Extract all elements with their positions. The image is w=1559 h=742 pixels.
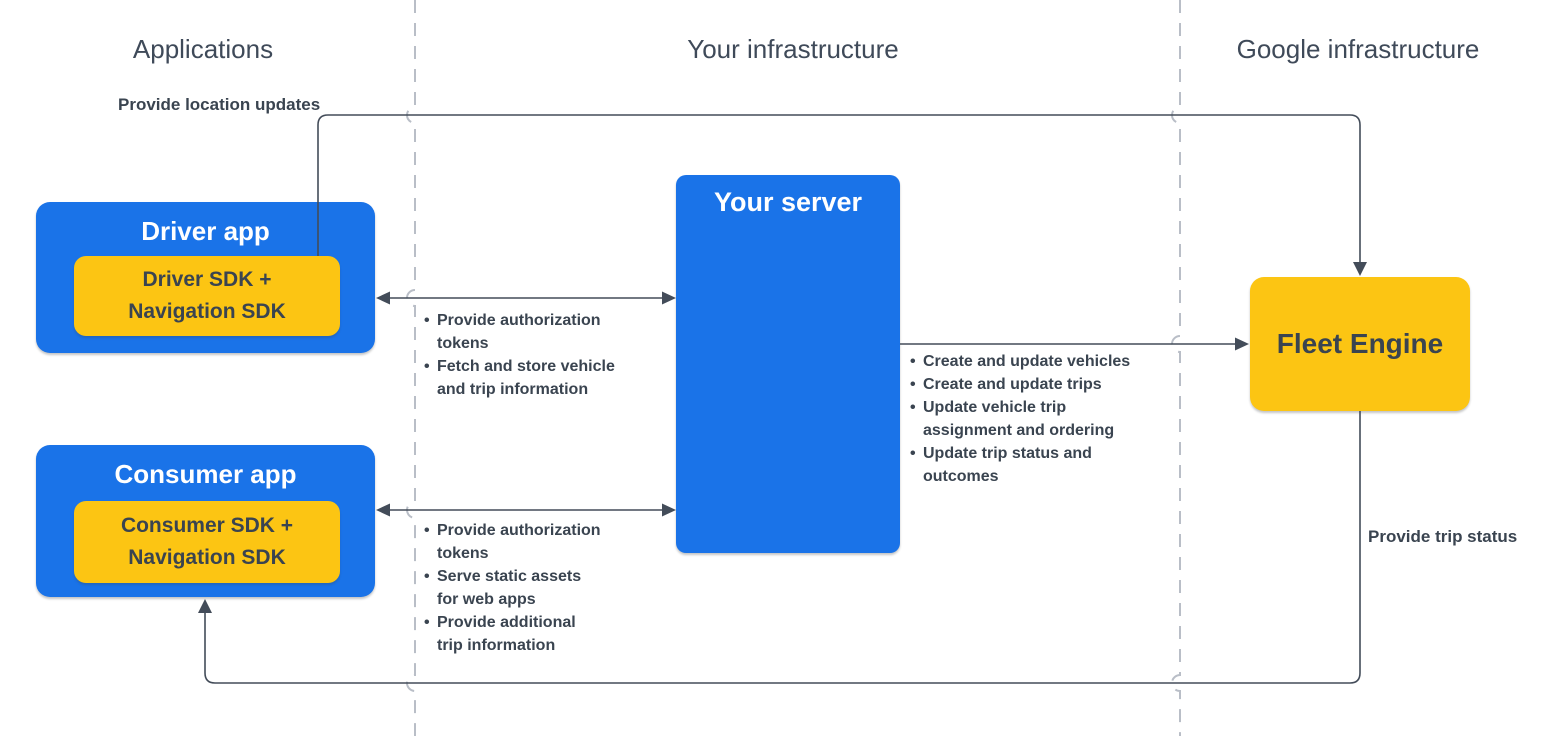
list-item-text: Serve static assets for web apps [437,568,582,608]
bullet-icon: • [424,312,430,329]
bullet-icon: • [910,376,916,393]
list-item-text: Provide additional trip information [437,614,576,654]
list-item: • Serve static assets for web apps [424,565,649,611]
bullet-icon: • [910,399,916,416]
driver-server-bullet-list: • Provide authorization tokens • Fetch a… [424,309,649,401]
your-server-node: Your server [676,175,900,553]
driver-app-title: Driver app [141,216,270,246]
list-item-text: Provide authorization tokens [437,522,601,562]
arrowhead-right-fleet-engine-icon [1235,337,1249,351]
consumer-server-bullet-list: • Provide authorization tokens • Serve s… [424,519,649,657]
list-item: • Update trip status and outcomes [910,442,1178,488]
column-header-applications: Applications [132,34,274,64]
bullet-icon: • [910,445,916,462]
list-item-text: Fetch and store vehicle and trip informa… [437,358,615,398]
bullet-icon: • [910,353,916,370]
bullet-icon: • [424,614,430,631]
column-header-google-infrastructure: Google infrastructure [1236,34,1480,64]
arrowhead-right-server-2-icon [662,503,676,517]
column-header-your-infrastructure: Your infrastructure [687,34,899,64]
bullet-icon: • [424,358,430,375]
divider-applications-infrastructure [406,0,416,736]
list-item-text: Provide authorization tokens [437,312,601,352]
driver-app-node: Driver app Driver SDK + Navigation SDK [36,202,375,353]
arrowhead-right-server-icon [662,291,676,305]
list-item-text: Update vehicle trip assignment and order… [923,399,1115,439]
server-fleet-bullet-list: • Create and update vehicles • Create an… [910,350,1178,488]
arrowhead-up-consumer-app-icon [198,599,212,613]
list-item-text: Create and update vehicles [923,353,1131,370]
arrowhead-left-driver-app-icon [376,291,390,305]
consumer-app-title: Consumer app [114,459,297,489]
fleet-engine-node: Fleet Engine [1250,277,1470,411]
bullet-icon: • [424,568,430,585]
list-item: • Provide authorization tokens [424,309,649,355]
driver-sdk-box: Driver SDK + Navigation SDK [74,256,340,336]
bullet-icon: • [424,522,430,539]
list-item: • Provide authorization tokens [424,519,649,565]
list-item: • Create and update vehicles [910,350,1178,373]
consumer-app-node: Consumer app Consumer SDK + Navigation S… [36,445,375,597]
your-server-title: Your server [713,187,863,217]
list-item: • Fetch and store vehicle and trip infor… [424,355,649,401]
label-provide-location-updates: Provide location updates [118,95,321,114]
label-provide-trip-status: Provide trip status [1368,527,1518,546]
arrowhead-left-consumer-app-icon [376,503,390,517]
consumer-sdk-box: Consumer SDK + Navigation SDK [74,501,340,583]
list-item: • Provide additional trip information [424,611,649,657]
list-item: • Create and update trips [910,373,1178,396]
list-item: • Update vehicle trip assignment and ord… [910,396,1178,442]
list-item-text: Update trip status and outcomes [923,445,1092,485]
list-item-text: Create and update trips [923,376,1102,393]
arrowhead-down-fleet-engine-icon [1353,262,1367,276]
